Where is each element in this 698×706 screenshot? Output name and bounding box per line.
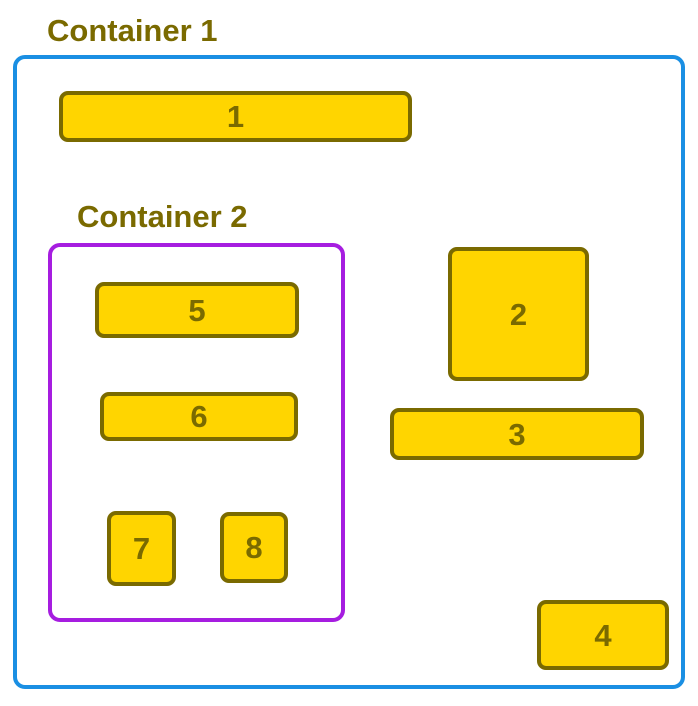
- box-2: 2: [448, 247, 589, 381]
- box-6: 6: [100, 392, 298, 441]
- container-2-label: Container 2: [77, 199, 248, 234]
- box-8: 8: [220, 512, 288, 583]
- box-1: 1: [59, 91, 412, 142]
- box-3: 3: [390, 408, 644, 460]
- box-7: 7: [107, 511, 176, 586]
- box-5: 5: [95, 282, 299, 338]
- container-1-label: Container 1: [47, 13, 218, 48]
- container-2: [48, 243, 345, 622]
- box-4: 4: [537, 600, 669, 670]
- container-1: [13, 55, 685, 689]
